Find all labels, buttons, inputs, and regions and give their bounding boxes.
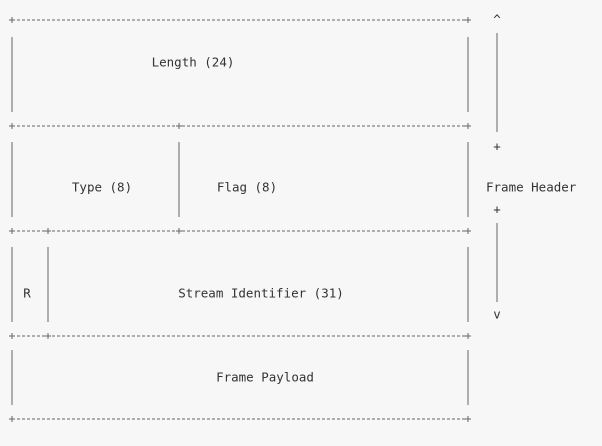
corner-plus [176, 123, 182, 129]
brace-plus-upper: + [493, 139, 501, 154]
corner-markers [9, 17, 471, 422]
corner-plus [465, 123, 471, 129]
brace-bottom-arrow: v [493, 307, 501, 322]
corner-plus [465, 17, 471, 23]
frame-header-brace: ^ + Frame Header + v [486, 12, 577, 322]
field-reserved-label: R [23, 286, 31, 301]
corner-plus [465, 416, 471, 422]
corner-plus [176, 228, 182, 234]
corner-plus [9, 17, 15, 23]
corner-plus [465, 228, 471, 234]
corner-plus [9, 228, 15, 234]
field-stream-identifier-label: Stream Identifier (31) [178, 286, 344, 301]
brace-top-arrow: ^ [493, 12, 501, 27]
field-type-label: Type (8) [72, 180, 132, 195]
field-labels: Length (24) Type (8) Flag (8) R Stream I… [23, 55, 344, 385]
corner-plus [9, 333, 15, 339]
corner-plus [9, 123, 15, 129]
brace-plus-lower: + [493, 202, 501, 217]
corner-plus [45, 228, 51, 234]
corner-plus [9, 416, 15, 422]
corner-plus [45, 333, 51, 339]
field-frame-payload-label: Frame Payload [216, 370, 314, 385]
field-flag-label: Flag (8) [217, 180, 277, 195]
field-length-label: Length (24) [152, 55, 235, 70]
vertical-borders [11, 37, 469, 405]
corner-plus [465, 333, 471, 339]
frame-header-label: Frame Header [486, 180, 577, 195]
horizontal-borders [12, 19, 468, 420]
